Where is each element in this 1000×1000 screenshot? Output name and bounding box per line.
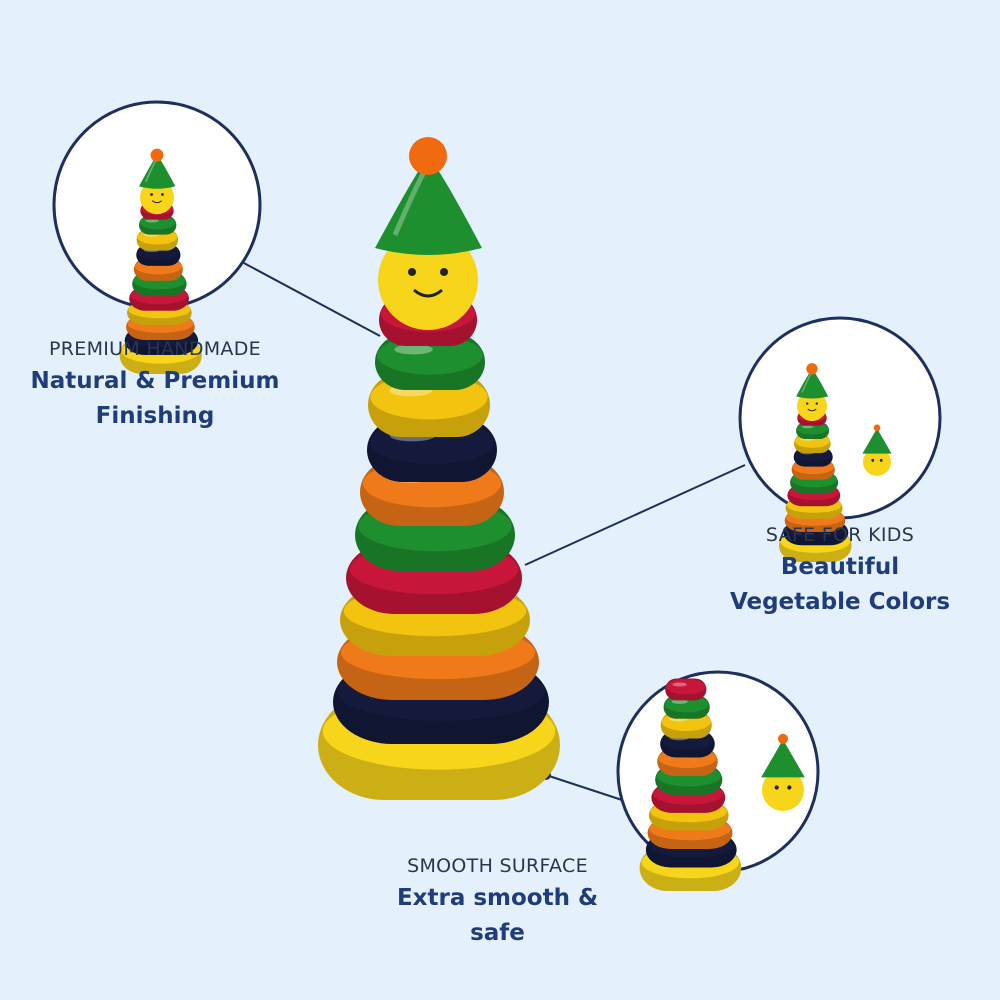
toy-hat [796,369,829,399]
detail-circle-safe [738,316,942,562]
toy-head [138,148,176,215]
feature-title: SMOOTH SURFACE [407,855,588,877]
feature-line: Extra smooth & [396,885,599,911]
toy-ball [150,148,164,162]
feature-line: Beautiful [780,554,900,580]
toy-ball [806,363,818,375]
feature-safe: SAFE FOR KIDS Beautiful Vegetable Colors [690,520,990,620]
feature-title: SAFE FOR KIDS [765,524,915,546]
connector-lines [241,261,746,801]
feature-line: Finishing [95,403,215,429]
feature-line: Vegetable Colors [729,589,951,615]
feature-handmade: PREMIUM HANDMADE Natural & Premium Finis… [10,334,300,434]
toy-head [375,137,482,330]
toy-hat [375,159,482,255]
toy-head [796,363,829,421]
toy-head-small [862,424,892,476]
stacking-toy-main [318,137,560,800]
toy-ball [409,137,447,175]
feature-line: safe [470,920,525,946]
toy-head-small [761,733,805,811]
feature-smooth: SMOOTH SURFACE Extra smooth & safe [350,851,645,951]
toy-ring [665,678,707,701]
toy-hat [138,156,176,189]
feature-title: PREMIUM HANDMADE [49,338,261,360]
feature-line: Natural & Premium [30,368,280,394]
detail-circle-smooth [616,670,820,891]
detail-circle-handmade [52,100,262,374]
